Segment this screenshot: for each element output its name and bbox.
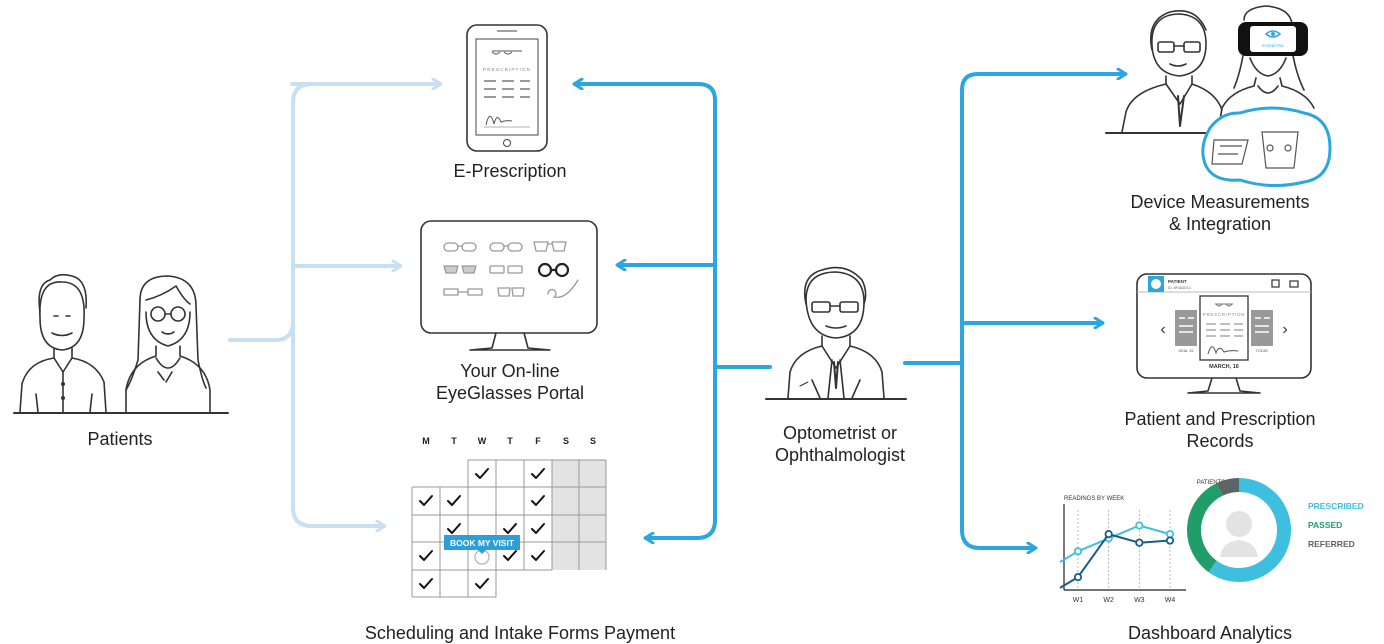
day-header: M: [422, 436, 430, 446]
data-point: [1104, 529, 1113, 539]
calendar-grid: M T W T F S S: [411, 436, 607, 598]
label-records-line2: Records: [1186, 431, 1254, 451]
avatar-silhouette: [1213, 504, 1265, 557]
records-date-main: MARCH, 16: [1209, 364, 1239, 370]
records-prescription-heading: PRESCRIPTION: [1203, 312, 1246, 317]
label-dashboard: Dashboard Analytics: [1127, 623, 1293, 643]
label-device-line1: Device Measurements: [1130, 192, 1310, 212]
label-portal-line1: Your On-line: [460, 361, 560, 381]
legend-referred: REFERRED: [1308, 539, 1355, 549]
day-header: T: [451, 436, 457, 446]
data-point: [1073, 572, 1083, 582]
day-header: S: [563, 436, 569, 446]
label-scheduling: Scheduling and Intake Forms Payment: [364, 623, 676, 643]
records-date-left: DEAL 15: [1178, 349, 1193, 353]
doctor-left-arrows: [575, 84, 772, 538]
x-tick-label: W1: [1073, 597, 1084, 604]
records-monitor: PATIENT ID: 8F4A3D13 ‹ › DEAL 15 TODAY P…: [1136, 273, 1312, 394]
donut-slice: [1208, 478, 1291, 582]
day-header: F: [535, 436, 541, 446]
data-point: [1073, 547, 1083, 556]
donut-slice: [1216, 478, 1240, 496]
label-records: Patient and Prescription Records: [1095, 408, 1345, 452]
label-portal-line2: EyeGlasses Portal: [435, 383, 585, 403]
label-device: Device Measurements & Integration: [1105, 191, 1335, 235]
arrow-to-dashboard: [960, 528, 1035, 548]
analytics-donut-title: PATIENTS: [1197, 480, 1225, 486]
day-header: S: [590, 436, 596, 446]
day-header: W: [478, 436, 487, 446]
records-chevron-left-icon[interactable]: ‹: [1160, 321, 1165, 338]
legend-prescribed: PRESCRIBED: [1308, 501, 1364, 511]
analytics-chart-title: READINGS BY WEEK: [1064, 496, 1124, 502]
book-my-visit-button[interactable]: BOOK MY VISIT: [444, 535, 520, 554]
line-chart: W1 W2 W3 W4: [1059, 504, 1186, 604]
dashboard-analytics: READINGS BY WEEK PATIENTS W1 W2 W3 W4 PRESC…: [1059, 478, 1364, 604]
tablet-heading: PRESCRIPTION: [483, 67, 531, 73]
legend-passed: PASSED: [1308, 520, 1342, 530]
label-doctor-line2: Ophthalmologist: [774, 445, 906, 465]
patient-vertical-line: [290, 82, 314, 528]
label-eprescription: E-Prescription: [453, 161, 567, 181]
device-illustration: EYENETRA: [1105, 5, 1332, 188]
book-my-visit-label: BOOK MY VISIT: [450, 538, 515, 548]
x-tick-label: W4: [1165, 597, 1176, 604]
records-chevron-right-icon[interactable]: ›: [1282, 321, 1287, 338]
data-point: [1135, 521, 1144, 530]
label-doctor: Optometrist or Ophthalmologist: [755, 422, 925, 466]
donut-chart: [1187, 478, 1291, 582]
label-portal: Your On-line EyeGlasses Portal: [420, 360, 600, 404]
data-point: [1165, 536, 1175, 545]
records-patient-id: ID: 8F4A3D13: [1168, 286, 1191, 290]
data-point: [1165, 529, 1175, 539]
patients-illustration: [13, 273, 229, 414]
donut-slice: [1187, 482, 1224, 573]
patient-arrows: [228, 82, 440, 528]
monitor-icon: [420, 220, 598, 351]
records-date-right: TODAY: [1256, 349, 1269, 353]
day-header: T: [507, 436, 513, 446]
label-device-line2: & Integration: [1168, 214, 1272, 234]
label-patients: Patients: [87, 429, 153, 449]
doctor-right-arrows: [903, 74, 1125, 548]
doctor-illustration: [765, 266, 907, 400]
records-patient-label: PATIENT: [1168, 279, 1187, 284]
label-records-line1: Patient and Prescription: [1124, 409, 1316, 429]
data-point: [1135, 538, 1144, 547]
calendar-day-headers: M T W T F S S: [422, 436, 596, 446]
series-line: [1059, 524, 1171, 563]
x-tick-label: W3: [1134, 597, 1145, 604]
arrow-to-scheduling-doc: [646, 518, 717, 538]
x-tick-label: W2: [1103, 597, 1114, 604]
label-doctor-line1: Optometrist or: [782, 423, 898, 443]
arrow-to-device: [960, 74, 1125, 92]
arrow-to-eprescription-doc: [575, 84, 717, 102]
tablet-icon: PRESCRIPTION: [466, 24, 548, 152]
device-logo-text: EYENETRA: [1262, 43, 1284, 48]
checkmarks: [419, 468, 545, 589]
